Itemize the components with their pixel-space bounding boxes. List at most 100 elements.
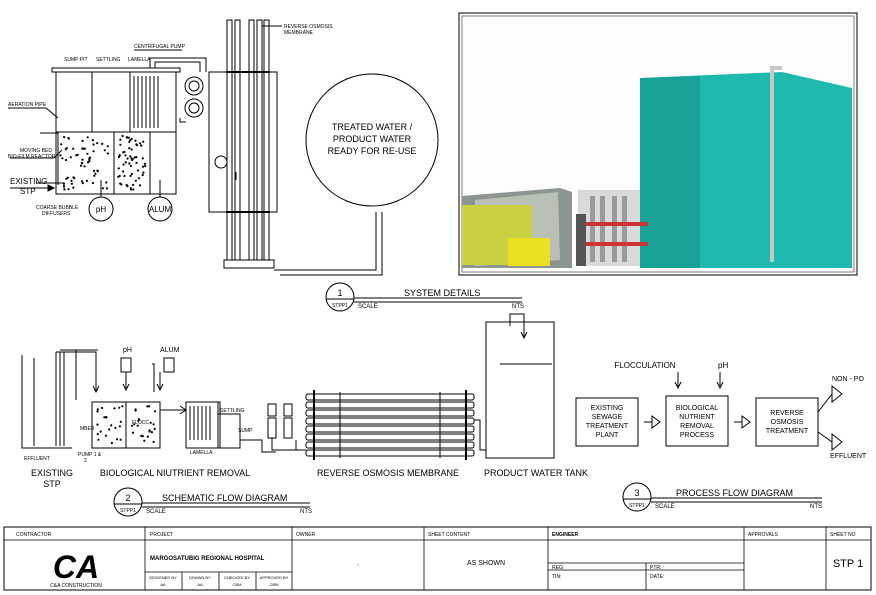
process-box-existing-stp [575,397,639,447]
sheet-content-label: SHEET CONTENT [428,532,470,538]
box1-line1: EXISTING [591,405,624,412]
bio-media-dot [140,434,143,437]
bio-media-dot [142,171,145,174]
ro-membrane-bundle [305,390,475,460]
arrow-2 [734,415,751,429]
bio-media-dot [91,139,94,142]
caption-bnr: BIOLOGICAL NIUTRIENT REMOVAL [100,468,250,478]
company-name: C&A CONSTRUCTION [50,583,102,589]
project-name: MARGOSATUBIG REGIONAL HOSPITAL [150,556,265,562]
callout-process-flow: 3 STPP1 PROCESS FLOW DIAGRAM SCALE NTS [622,482,822,512]
approved-by-label: APPROVED BY [260,575,289,580]
bio-media-dot [119,420,122,423]
bio-media-dot [63,188,66,191]
tank-text-3: READY FOR RE-USE [328,146,417,156]
bio-media-dot [130,137,133,140]
bio-media-dot [137,418,141,421]
bio-media-dot [136,424,139,427]
bio-media-dot [144,164,147,168]
ro-membrane-label-1: REVERSE OSMOSIS [284,24,333,30]
scale-value: AS SHOWN [467,560,505,567]
caption-tank: PRODUCT WATER TANK [484,468,588,478]
bio-media-dot [103,149,106,152]
schem-lamella-label: LAMELLA [190,450,213,456]
bio-media-dot [126,157,129,160]
bio-media-dot [113,407,116,410]
bio-media-dot [129,174,132,177]
schem-flocc-label: FLOCC [132,420,149,426]
bio-media-dot [70,182,73,185]
bio-media-dot [140,144,143,147]
bio-media-dot [81,158,84,161]
arrow-effluent [817,431,843,452]
bio-media-dot [93,174,96,177]
callout-2-code: STPP1 [120,508,136,514]
bio-media-dot [96,423,99,426]
title-block-text: CONTRACTOR PROJECT OWNER SHEET CONTENT E… [16,532,863,589]
bio-media-dot [130,424,134,427]
bio-media-dot [72,147,75,150]
bio-media-dot [92,169,96,172]
bio-media-dot [72,186,75,189]
bio-media-dot [148,430,151,433]
schem-ph-label: pH [123,347,132,354]
callout-3-scale: SCALE [655,504,675,510]
bio-media-dot [118,425,121,428]
bio-media-dot [141,157,144,160]
callout-2-scale: SCALE [146,509,166,515]
non-potable-label: NON - PO [832,376,864,383]
bio-media-dot [128,147,131,150]
bio-media-dot [130,172,133,176]
lamella-label: LAMELLA [128,57,151,63]
schematic-flow [21,313,555,460]
tank-text-2: PRODUCT WATER [333,134,412,144]
bio-media-dot [96,433,99,436]
date-label: DATE: [650,574,664,580]
schem-pump-label-2: 2 [84,458,87,464]
bio-media-dot [127,136,130,139]
bio-media-dot [152,423,155,426]
existing-stp-outline [21,355,72,449]
bio-media-dot [114,426,117,429]
box2-line4: PROCESS [680,432,715,439]
bio-media-dot [110,424,113,427]
bio-media-dot [92,143,95,146]
company-logo: CA [53,549,99,585]
tank-text-1: TREATED WATER / [332,122,413,132]
stp-label: STP [20,187,36,196]
bio-media-dot [143,439,146,442]
bio-media-dot [92,150,95,153]
coarse-bubble-label-1: COARSE BUBBLE [36,205,79,211]
bio-media-dot [133,156,136,159]
owner-label: OWNER [296,532,316,538]
system-labels: SUMP PIT SETTLING LAMELLA CENTRIFUGAL PU… [8,24,416,217]
bio-media-dot [99,430,102,433]
arrow-1 [644,415,661,429]
box1-line3: TREATMENT [586,423,629,430]
designed-by-label: DESIGNED BY [149,575,177,580]
bio-media-dot [130,148,133,151]
callout-3-code: STPP1 [629,503,645,509]
bio-media-dot [150,431,153,434]
bio-media-dot [64,158,68,162]
bio-media-dot [85,179,88,182]
bio-media-dot [119,143,122,146]
bio-media-dot [108,428,111,431]
box1-line2: SEWAGE [592,414,623,421]
bio-media-dot [96,169,99,172]
ro-membrane-rack [208,71,278,213]
bio-media-dot [122,163,125,166]
bio-media-dot [81,139,84,142]
bio-media-dot [96,410,99,413]
bio-media-dot [115,438,119,441]
moving-bed-label-2: BIO-FILM REACTOR [8,154,56,160]
process-flow [575,372,843,452]
box2-line1: BIOLOGICAL [676,405,719,412]
box2-line2: NUTRIENT [679,414,715,421]
bio-media-dot [70,179,73,182]
bio-media-dot [133,423,136,426]
bio-media-dot [105,181,108,184]
sump-pit-label: SUMP PIT [64,57,88,63]
approvals-label: APPROVALS [748,532,779,538]
bio-media-dot [141,173,144,177]
